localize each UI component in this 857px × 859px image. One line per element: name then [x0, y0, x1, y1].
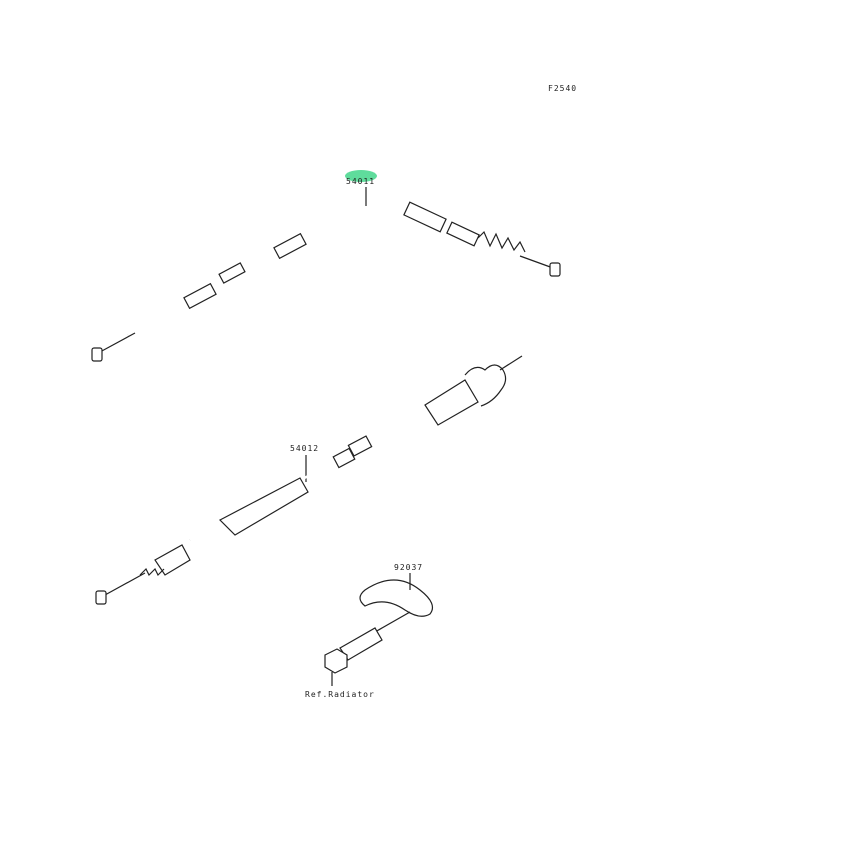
- part-highlight: [345, 170, 377, 182]
- part-label-92037[interactable]: 92037: [394, 563, 423, 572]
- throttle-cable-54012[interactable]: 54012: [95, 355, 523, 605]
- clamp-92037[interactable]: 92037 Ref.Radiator: [305, 563, 433, 699]
- part-label-54012[interactable]: 54012: [290, 444, 319, 453]
- diagram-code: F2540: [548, 84, 577, 93]
- clutch-cable-54011[interactable]: 54011: [91, 170, 561, 362]
- reference-label: Ref.Radiator: [305, 690, 375, 699]
- part-label-54011[interactable]: 54011: [346, 177, 375, 186]
